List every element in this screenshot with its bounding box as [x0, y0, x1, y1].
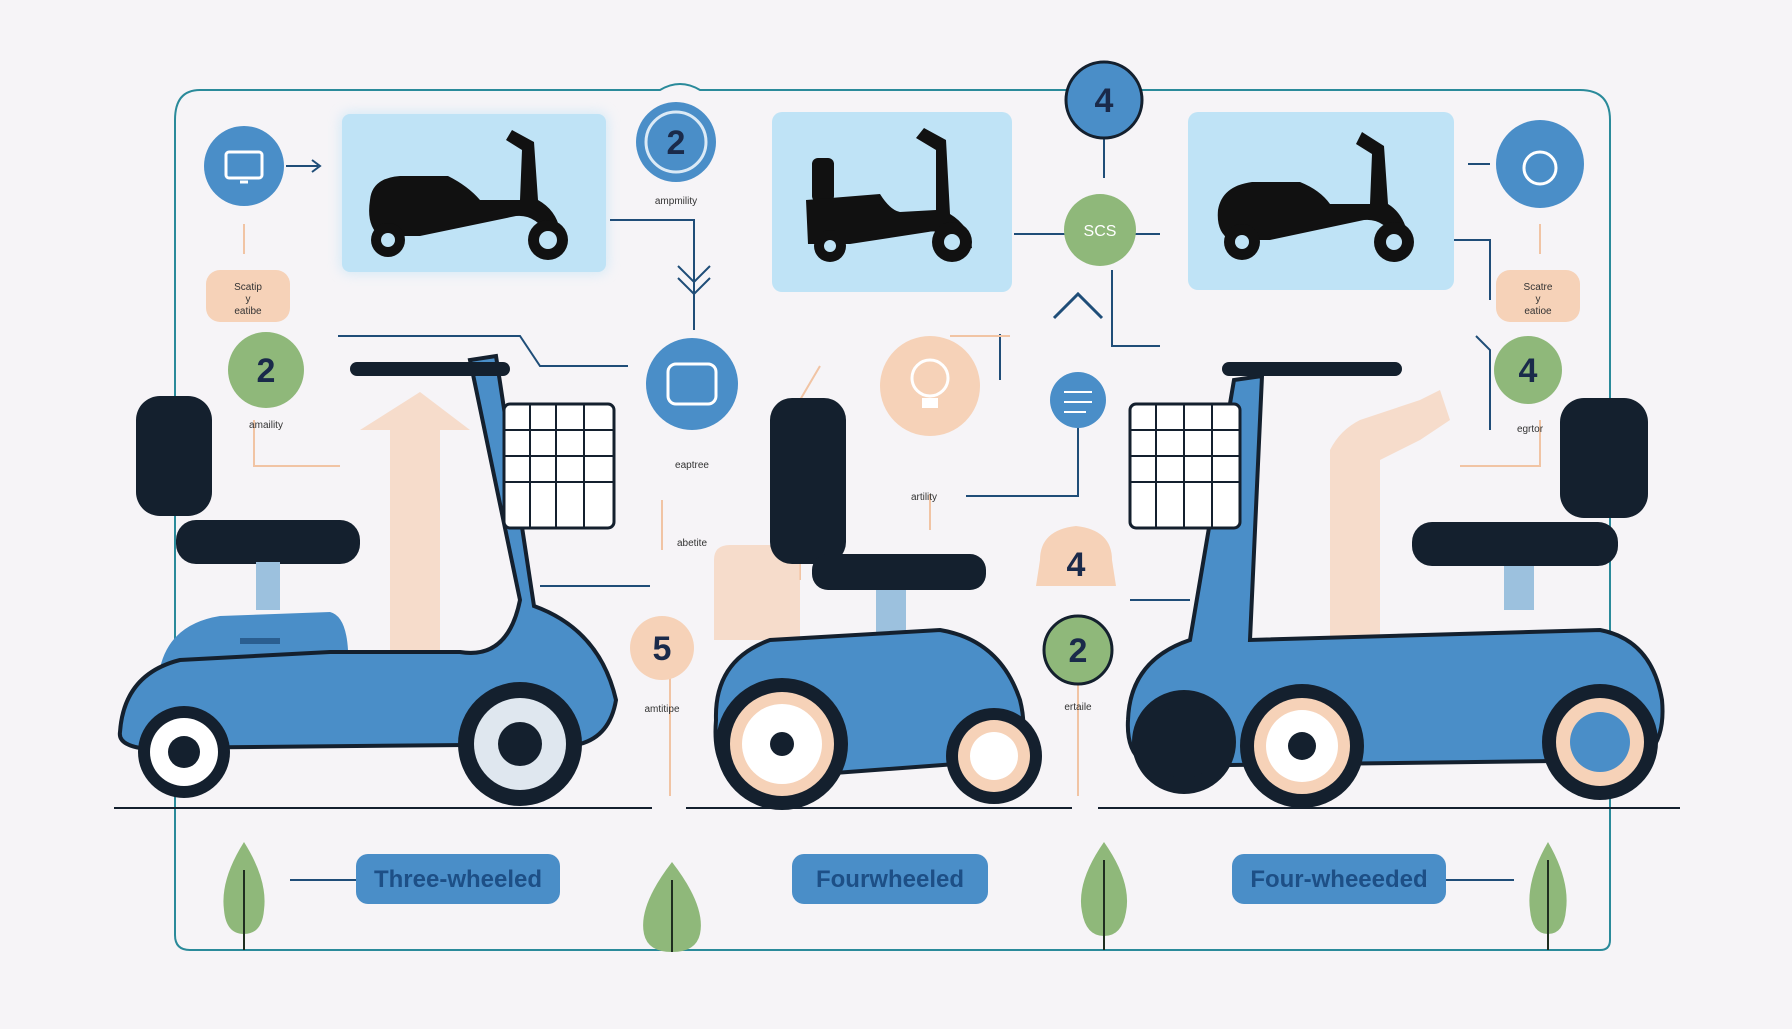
label-four-wheeled-center-text: Fourwheeled	[816, 866, 964, 893]
peach-pill-right-line1: Scatre	[1524, 282, 1553, 293]
peach-pill-left: Scatip y eatibe	[206, 270, 290, 322]
scooter-silhouette-right	[1217, 132, 1414, 262]
peach-pill-left-line3: eatibe	[234, 306, 262, 317]
frame-outline	[174, 83, 1611, 951]
mid-four-number: 4	[1067, 546, 1086, 584]
bulb-icon	[910, 358, 950, 398]
caption-under-two: ertaile	[1064, 702, 1092, 713]
van-icon	[666, 362, 718, 406]
peach-pill-right-line3: eatioe	[1524, 306, 1552, 317]
mid-two-green-number: 2	[1069, 632, 1088, 670]
top-center-number: 4	[1095, 82, 1114, 120]
peach-pill-right-line2: y	[1536, 294, 1541, 305]
caption-under-five: amtitipe	[644, 704, 679, 715]
scooter-silhouette-left	[369, 130, 568, 260]
label-three-wheeled: Three-wheeled	[356, 854, 560, 904]
label-four-wheeled-right: Four-wheeeded	[1232, 854, 1446, 904]
accessibility-icon	[1522, 150, 1558, 186]
badge-mid-five: 5	[630, 616, 694, 680]
scooter-three-wheeled	[117, 353, 619, 806]
chart-icon	[1064, 391, 1092, 413]
peach-pill-left-line1: Scatip	[234, 282, 262, 293]
scs-text: SCS	[1084, 223, 1117, 240]
caption-under-bulb: artility	[911, 492, 937, 503]
scooter-silhouette-center	[806, 128, 972, 262]
badge-bulb	[880, 336, 980, 436]
badge-monitor	[204, 126, 322, 206]
peach-pill-right: Scatre y eatioe	[1496, 270, 1580, 322]
panel-four-wheeled-top	[772, 112, 1012, 292]
peach-pill-left-line2: y	[246, 294, 251, 305]
caption-under-left-green: amaility	[249, 420, 283, 431]
left-green-number: 2	[257, 352, 276, 390]
badge-scs: SCS	[1064, 194, 1136, 266]
caption-under-top-a: ampmility	[655, 196, 697, 207]
badge-top-a-number: 2	[667, 124, 686, 162]
peach-blob-center	[714, 545, 800, 640]
mid-five-number: 5	[653, 630, 672, 668]
peach-lines	[243, 224, 1541, 796]
badge-accessibility	[1468, 120, 1584, 208]
tree-icon	[223, 842, 265, 950]
tree-icon	[643, 862, 701, 952]
right-green-number: 4	[1519, 352, 1538, 390]
tree-icon	[1529, 842, 1567, 950]
badge-mid-four-bell: 4	[1036, 526, 1116, 586]
caption-under-van: eaptree	[675, 460, 709, 471]
bell-icon	[1036, 526, 1116, 586]
label-four-wheeled-right-text: Four-wheeeded	[1250, 866, 1427, 893]
basket-grid-right	[1130, 404, 1240, 528]
badge-right-green: 4	[1494, 336, 1562, 404]
badge-left-green: 2	[228, 332, 304, 408]
badge-chart	[1050, 372, 1106, 428]
basket-grid-left	[504, 404, 614, 528]
caption-under-van-2: abetite	[677, 538, 707, 549]
badge-van	[646, 338, 738, 430]
badge-top-center: 4	[1064, 60, 1144, 140]
up-arrow-chevron	[1052, 291, 1104, 320]
badge-top-a: 2	[636, 102, 716, 182]
tree-icon	[1080, 842, 1128, 950]
panel-three-wheeled-top	[340, 112, 608, 274]
label-four-wheeled-center: Fourwheeled	[792, 854, 988, 904]
down-chevron	[677, 265, 711, 296]
badge-mid-two-green: 2	[1042, 614, 1114, 686]
monitor-icon	[224, 150, 264, 180]
scooter-center	[713, 398, 1042, 810]
panel-four-wheeled-right-top	[1188, 112, 1454, 290]
scooter-four-wheeled-right	[1125, 362, 1665, 808]
label-three-wheeled-text: Three-wheeled	[374, 866, 542, 893]
peach-arrow-left	[360, 392, 470, 730]
caption-under-right-green: egrtor	[1517, 424, 1544, 435]
